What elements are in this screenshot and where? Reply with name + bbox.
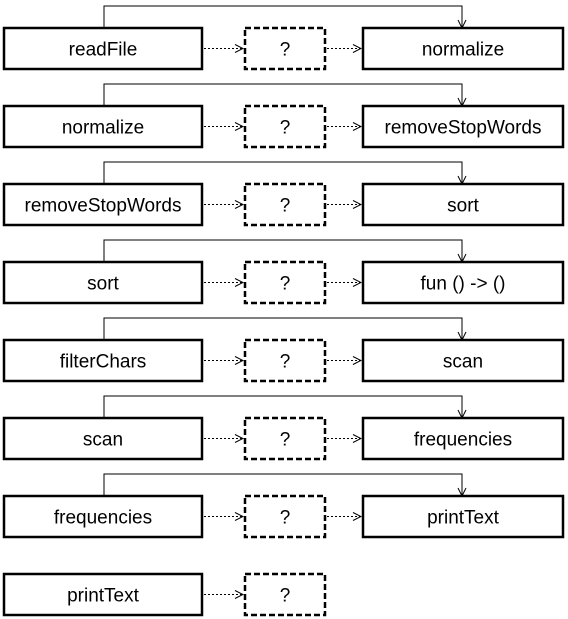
right-function-label: removeStopWords [385,118,542,139]
left-function-label: normalize [62,118,144,139]
unknown-label: ? [280,274,291,295]
left-function-box [2,182,204,227]
right-function-label: scan [443,352,483,373]
right-function-label: normalize [422,40,504,61]
unknown-box [243,26,327,71]
right-function-label: sort [447,196,479,217]
left-function-label: printText [67,586,140,607]
right-function-label: printText [427,508,500,529]
left-function-box [2,416,204,461]
unknown-label: ? [280,118,291,139]
unknown-label: ? [280,352,291,373]
left-function-box [2,572,204,617]
right-function-box [361,104,565,149]
right-function-box [361,494,565,539]
left-function-box [2,338,204,383]
left-function-label: removeStopWords [25,196,182,217]
unknown-label: ? [280,586,291,607]
bracket-connector [103,395,462,418]
unknown-label: ? [280,40,291,61]
unknown-label: ? [280,196,291,217]
left-function-label: frequencies [54,508,152,529]
pipeline-row: sort? fun () -> () [2,239,565,305]
bracket-connector [103,473,462,496]
unknown-box [243,572,327,617]
unknown-label: ? [280,508,291,529]
unknown-box [243,338,327,383]
unknown-label: ? [280,430,291,451]
bracket-connector [103,161,462,184]
left-function-label: sort [87,274,119,295]
pipeline-row: normalize? removeStopWords [2,83,565,149]
left-function-label: scan [83,430,123,451]
left-function-label: readFile [69,40,138,61]
unknown-box [243,104,327,149]
right-function-label: frequencies [414,430,512,451]
bracket-connector [103,5,462,28]
unknown-box [243,260,327,305]
left-function-box [2,104,204,149]
bracket-connector [103,239,462,262]
unknown-box [243,182,327,227]
left-function-label: filterChars [60,352,147,373]
pipeline-row: removeStopWords? sort [2,161,565,227]
pipeline-row: readFile? normalize [2,5,565,71]
pipeline-row: filterChars? scan [2,317,565,383]
unknown-box [243,494,327,539]
unknown-box [243,416,327,461]
left-function-box [2,494,204,539]
left-function-box [2,260,204,305]
pipeline-row: scan? frequencies [2,395,565,461]
right-function-box [361,416,565,461]
right-function-box [361,338,565,383]
bracket-connector [103,317,462,340]
right-function-box [361,260,565,305]
pipeline-row: printText? [2,572,327,617]
pipeline-row: frequencies? printText [2,473,565,539]
right-function-box [361,26,565,71]
bracket-connector [103,83,462,106]
left-function-box [2,26,204,71]
right-function-box [361,182,565,227]
right-function-label: fun () -> () [421,274,506,295]
